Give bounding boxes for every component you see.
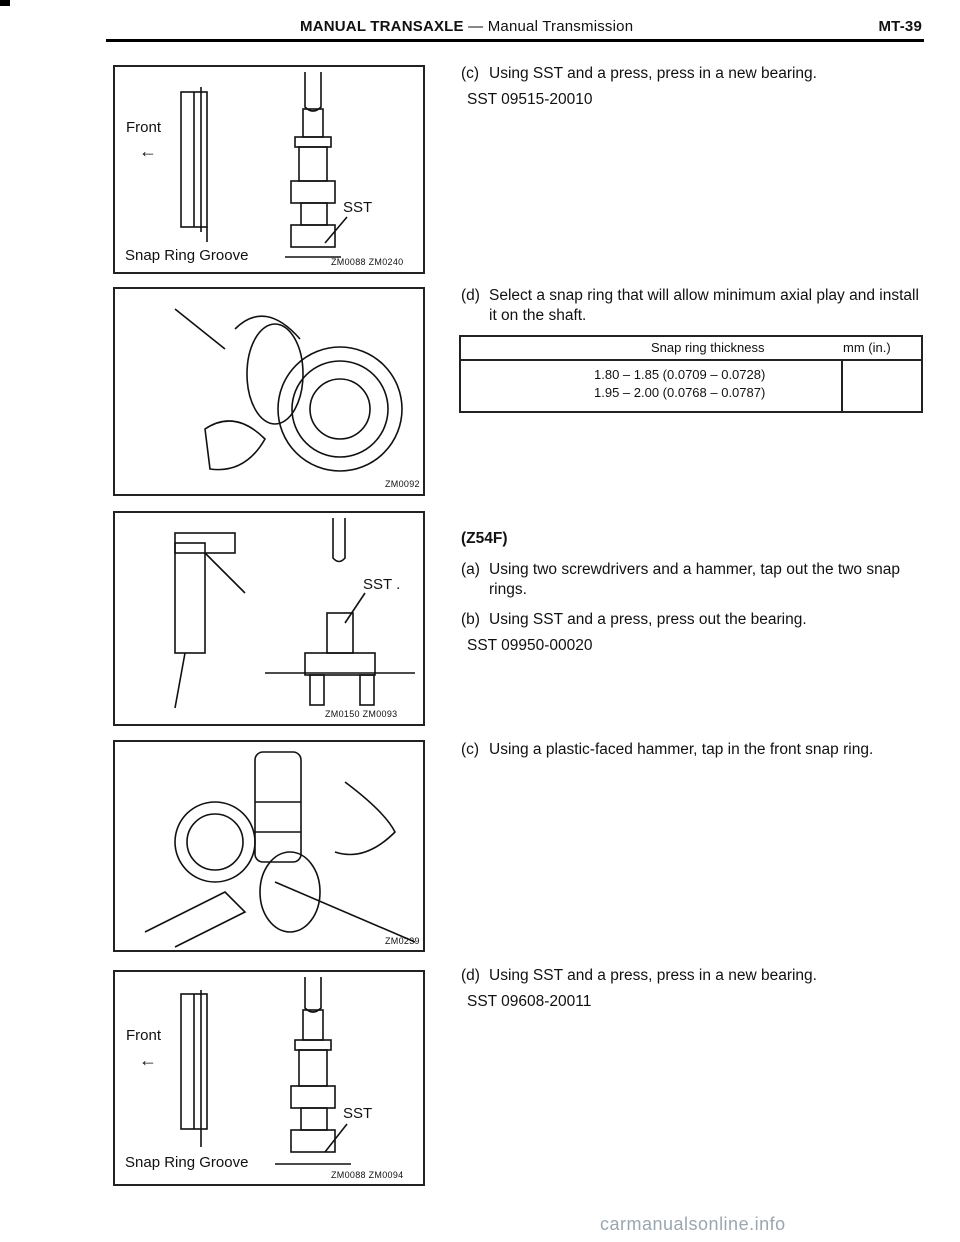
- watermark: carmanualsonline.info: [600, 1214, 786, 1234]
- hammer-illustration: [144, 751, 416, 948]
- figure-snap-ring-install: ZM0092: [113, 287, 425, 496]
- front-label: Front: [126, 1027, 162, 1044]
- figure-code: ZM0092: [385, 479, 420, 489]
- header-rule: [106, 39, 924, 42]
- step-a-tap-out-snap-rings: (a) Using two screwdrivers and a hammer,…: [461, 561, 900, 598]
- step-c-press-in-bearing: (c) Using SST and a press, press in a ne…: [461, 65, 817, 82]
- figure-code: ZM0088 ZM0240: [331, 257, 404, 267]
- screwdriver-press-illustration: [174, 518, 415, 709]
- snap-ring-thickness-table: Snap ring thickness mm (in.) 1.80 – 1.85…: [459, 335, 923, 413]
- sst-label: SST: [343, 199, 373, 216]
- table-header: Snap ring thickness mm (in.): [461, 337, 921, 361]
- figure-bearing-press-2: Front ← Snap Ring Groove SST ZM0088 ZM00…: [113, 970, 425, 1186]
- corner-mark: [0, 0, 10, 6]
- figure-code: ZM0088 ZM0094: [331, 1170, 404, 1180]
- step-d-press-in-bearing: (d) Using SST and a press, press in a ne…: [461, 967, 817, 984]
- table-row: 1.95 – 2.00 (0.0768 – 0.0787): [594, 385, 766, 400]
- figure-code: ZM0150 ZM0093: [325, 709, 398, 719]
- press-illustration: [180, 977, 351, 1165]
- left-arrow-icon: ←: [139, 1050, 157, 1070]
- figure-bearing-press-1: Front ← Snap Ring Groove SST ZM0088 ZM02…: [113, 65, 425, 274]
- left-arrow-icon: ←: [139, 141, 157, 161]
- sst-number: SST 09608-20011: [467, 993, 592, 1010]
- step-b-press-out-bearing: (b) Using SST and a press, press out the…: [461, 611, 807, 628]
- snap-ring-groove-label: Snap Ring Groove: [125, 1154, 249, 1171]
- figure-hammer-tap: ZM0239: [113, 740, 425, 952]
- figure-code: ZM0239: [385, 936, 420, 946]
- sst-label: SST: [343, 1105, 373, 1122]
- page-header-title: MANUAL TRANSAXLE — Manual Transmission: [300, 18, 634, 35]
- front-label: Front: [126, 119, 162, 136]
- snap-ring-groove-label: Snap Ring Groove: [125, 247, 249, 264]
- hands-snap-ring-illustration: [174, 308, 403, 472]
- sst-label: SST .: [363, 576, 401, 593]
- step-d-select-snap-ring: (d) Select a snap ring that will allow m…: [461, 287, 919, 324]
- page-number: MT-39: [878, 18, 922, 35]
- figure-press-out-bearing: SST . ZM0150 ZM0093: [113, 511, 425, 726]
- sst-number: SST 09515-20010: [467, 91, 593, 108]
- table-divider: [841, 361, 843, 411]
- step-c-tap-in-front-snap-ring: (c) Using a plastic-faced hammer, tap in…: [461, 741, 874, 758]
- sst-number: SST 09950-00020: [467, 637, 593, 654]
- section-subheading: (Z54F): [461, 530, 508, 547]
- table-row: 1.80 – 1.85 (0.0709 – 0.0728): [594, 367, 766, 382]
- press-illustration: [180, 72, 348, 258]
